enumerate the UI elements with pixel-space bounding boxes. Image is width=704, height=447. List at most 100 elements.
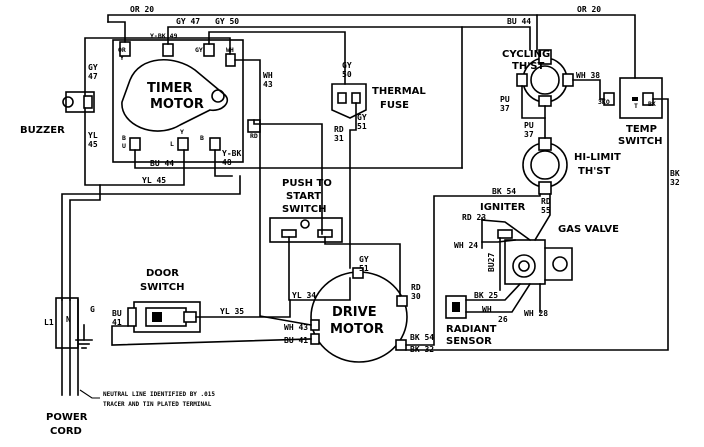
wire-labels: OR 20 OR 20 BU 44 GY 47 GY 50 Y-BK 49 GY… [88,5,680,354]
wl-bu44-top: BU 44 [507,17,531,26]
door-switch-term [183,311,197,323]
cycling-thst-label-2: TH'ST [512,61,544,72]
igniter-label: IGNITER [480,202,526,213]
wl-wh38: WH 38 [576,71,600,80]
thermal-fuse-term-2 [351,92,361,104]
wl-pu37-hi-2: 37 [524,130,534,139]
push-switch-label-2: START [286,191,321,202]
wl-wh43-timer-1: WH [263,71,273,80]
wire-yl35 [195,299,291,318]
wl-gy47-left-1: GY [88,63,98,72]
cord-g-text: G [90,305,95,314]
buzzer: BUZZER [20,91,95,136]
wl-bu41-door-2: 41 [112,318,122,327]
wl-bk32-right-2: 32 [670,178,680,187]
door-switch: DOOR SWITCH [127,268,201,333]
timer-term-b-text: B [122,134,126,142]
timer-term-gy-text: GY [195,46,203,54]
drive-motor-term-right [396,295,408,307]
push-to-start-switch: PUSH TO START SWITCH [269,178,343,243]
wl-rd55-2: 55 [541,206,551,215]
timer-motor-label-1: TIMER [147,81,193,96]
radiant-sensor-label-1: RADIANT [446,324,497,335]
hi-limit-thermostat: HI-LIMIT TH'ST [522,137,621,195]
thermal-fuse-label-1: THERMAL [372,86,426,97]
wire-cord-neutral [69,184,101,301]
hi-limit-label-2: TH'ST [578,166,610,177]
drive-motor-term-left-2 [310,333,320,345]
wl-rd31-2: 31 [334,134,344,143]
wire-bu44-to-cycling [461,26,531,51]
wire-bu41 [111,325,312,346]
drive-motor-term-right-2 [395,339,407,351]
wl-yl34: YL 34 [292,291,316,300]
wire-rd30 [324,236,401,297]
wl-yl35: YL 35 [220,307,244,316]
door-switch-label-2: SWITCH [140,282,184,293]
cycling-thst-term-left [516,73,528,87]
door-switch-term-left [127,307,137,327]
wl-wh24: WH 24 [454,241,478,250]
cycling-thst-term-right [562,73,574,87]
wl-bk54-motor: BK 54 [410,333,434,342]
wire-wh43 [234,59,312,326]
temp-switch-3k-text: 3KO [598,98,610,106]
wire-cord-line [61,175,241,301]
drive-motor-label-1: DRIVE [332,305,377,320]
wire-bk25 [465,282,522,301]
wl-rd55-1: RD [541,197,551,206]
wl-bk32-right-1: BK [670,169,680,178]
gas-valve-label: GAS VALVE [558,224,619,235]
neutral-note-line-1: NEUTRAL LINE IDENTIFIED BY .015 [103,391,215,398]
wire-rd23 [481,219,532,242]
temp-switch-body [619,77,663,119]
wl-gy47-timer: GY 47 [176,17,200,26]
wire-wh24 [481,239,516,243]
gas-valve-outlet [544,247,573,281]
gas-valve-outlet-port [552,256,568,272]
wl-bk32-motor: BK 32 [410,345,434,354]
wire-wh26 [465,282,532,313]
note-leader [79,389,100,399]
push-switch-label-1: PUSH TO [282,178,332,189]
thermal-fuse-term-1 [337,92,347,104]
push-switch-button [300,219,310,229]
wl-wh28: WH 28 [524,309,548,318]
timer-terminal-bu [129,137,141,151]
timer-term-or-text: OR [118,46,126,54]
gas-valve-coil-core [518,260,530,272]
thermal-fuse: THERMAL FUSE [331,83,426,119]
wire-or20-a [107,21,126,43]
wire-bk54 [405,193,541,346]
push-switch-label-3: SWITCH [282,204,326,215]
wl-bk25: BK 25 [474,291,498,300]
wl-gy51-motor-1: GY [359,255,369,264]
drive-motor-term-top [352,267,364,279]
door-switch-label-1: DOOR [146,268,179,279]
wl-rd30-2: 30 [411,292,421,301]
wire-yl34 [288,236,351,301]
hi-limit-term-top [538,137,552,151]
drive-motor: DRIVE MOTOR [310,267,408,363]
wl-gy47-left-2: 47 [88,72,98,81]
wl-ybk48-2: 48 [222,158,232,167]
hi-limit-label-1: HI-LIMIT [574,152,621,163]
timer-motor-label-2: MOTOR [150,97,204,112]
cycling-thst-inner [530,65,560,95]
temp-switch: 3KO BK T TEMP SWITCH [598,77,663,147]
wire-pu37-a [521,85,546,139]
wl-or20-top: OR 20 [130,5,154,14]
wire-bu44-bottom [134,149,463,169]
wl-gy51-motor-2: 51 [359,264,369,273]
wire-gy51 [349,102,357,269]
wl-yl45-left-1: YL [88,131,98,140]
drive-motor-label-2: MOTOR [330,322,384,337]
wl-pu37-left-1: PU [500,95,510,104]
wl-rd30-1: RD [411,283,421,292]
timer-term-rd-text: RD [250,132,258,140]
cycling-thst-term-top [538,49,552,65]
cord-n-text: N [66,315,71,324]
cycling-thst-term-bottom [538,95,552,107]
wl-wh26-1: WH [482,305,492,314]
